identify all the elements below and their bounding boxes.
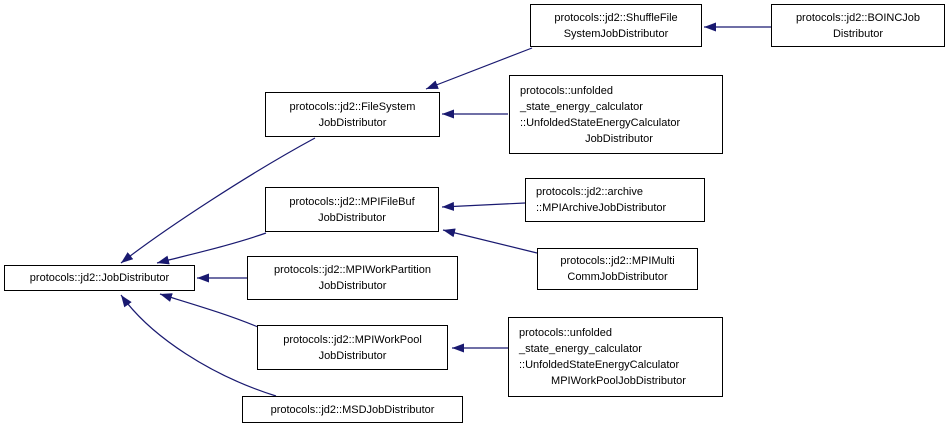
node-jobdistributor-label: protocols::jd2::JobDistributor bbox=[29, 272, 170, 284]
node-unfolded-jd-label-line4: JobDistributor bbox=[585, 132, 653, 145]
edge-shufflefilesystem-to-filesystem bbox=[425, 47, 533, 90]
edge-msd-to-jobdistributor bbox=[120, 294, 277, 397]
node-mpiworkpartition-label-line2: JobDistributor bbox=[318, 280, 387, 292]
node-mpiarchive-label-line2: ::MPIArchiveJobDistributor bbox=[536, 202, 667, 214]
node-unfolded-wp-label-line2: _state_energy_calculator bbox=[519, 343, 642, 355]
node-unfolded-jd-label-line2: _state_energy_calculator bbox=[520, 100, 643, 113]
node-shufflefilesystem-label-line2: SystemJobDistributor bbox=[563, 27, 669, 40]
edge-mpiworkpool-to-jobdistributor bbox=[159, 293, 259, 328]
node-unfolded-state-energy-calculator-jobdistributor[interactable]: protocols::unfolded _state_energy_calcul… bbox=[509, 75, 723, 154]
node-msd-label: protocols::jd2::MSDJobDistributor bbox=[270, 403, 435, 416]
node-filesystem-jobdistributor[interactable]: protocols::jd2::FileSystem JobDistributo… bbox=[265, 92, 440, 137]
node-mpimulticomm-label-line2: CommJobDistributor bbox=[567, 271, 668, 283]
node-shufflefilesystem-label-line1: protocols::jd2::ShuffleFile bbox=[554, 11, 678, 24]
node-mpifilebuf-label-line1: protocols::jd2::MPIFileBuf bbox=[289, 195, 415, 208]
node-mpiworkpartition-label-line1: protocols::jd2::MPIWorkPartition bbox=[274, 264, 431, 276]
edge-mpiarchive-to-mpifilebuf bbox=[441, 201, 526, 211]
node-mpiarchive-jobdistributor[interactable]: protocols::jd2::archive ::MPIArchiveJobD… bbox=[525, 178, 705, 222]
node-mpifilebuf-label-line2: JobDistributor bbox=[318, 211, 386, 224]
node-mpiworkpool-label-line2: JobDistributor bbox=[318, 349, 387, 362]
node-filesystem-label-line1: protocols::jd2::FileSystem bbox=[289, 100, 416, 113]
node-filesystem-label-line2: JobDistributor bbox=[318, 116, 387, 129]
node-mpimulticomm-jobdistributor[interactable]: protocols::jd2::MPIMulti CommJobDistribu… bbox=[537, 248, 698, 290]
node-boinc-jobdistributor[interactable]: protocols::jd2::BOINCJob Distributor bbox=[771, 4, 945, 47]
node-unfolded-wp-label-line4: MPIWorkPoolJobDistributor bbox=[551, 375, 686, 387]
node-mpimulticomm-label-line1: protocols::jd2::MPIMulti bbox=[560, 255, 675, 267]
node-jobdistributor[interactable]: protocols::jd2::JobDistributor bbox=[4, 265, 195, 291]
node-boinc-label-line2: Distributor bbox=[832, 27, 884, 40]
node-unfolded-jd-label-line3: ::UnfoldedStateEnergyCalculator bbox=[520, 116, 681, 129]
node-unfolded-wp-label-line3: ::UnfoldedStateEnergyCalculator bbox=[519, 359, 680, 371]
edge-mpifilebuf-to-jobdistributor bbox=[156, 232, 267, 265]
node-mpiworkpartition-jobdistributor[interactable]: protocols::jd2::MPIWorkPartition JobDist… bbox=[247, 256, 458, 300]
edge-mpimulticomm-to-mpifilebuf bbox=[442, 228, 538, 254]
node-boinc-label-line1: protocols::jd2::BOINCJob bbox=[795, 11, 921, 24]
node-unfolded-state-energy-calculator-mpiworkpool-jobdistributor[interactable]: protocols::unfolded _state_energy_calcul… bbox=[508, 317, 723, 397]
node-mpiworkpool-label-line1: protocols::jd2::MPIWorkPool bbox=[283, 333, 422, 346]
node-shufflefilesystem-jobdistributor[interactable]: protocols::jd2::ShuffleFile SystemJobDis… bbox=[530, 4, 702, 47]
node-msd-jobdistributor[interactable]: protocols::jd2::MSDJobDistributor bbox=[242, 396, 463, 423]
node-mpifilebuf-jobdistributor[interactable]: protocols::jd2::MPIFileBuf JobDistributo… bbox=[265, 187, 439, 232]
edge-filesystem-to-jobdistributor bbox=[120, 137, 316, 264]
node-mpiworkpool-jobdistributor[interactable]: protocols::jd2::MPIWorkPool JobDistribut… bbox=[257, 325, 448, 370]
node-unfolded-wp-label-line1: protocols::unfolded bbox=[519, 327, 612, 339]
node-mpiarchive-label-line1: protocols::jd2::archive bbox=[536, 186, 643, 198]
node-unfolded-jd-label-line1: protocols::unfolded bbox=[520, 84, 613, 97]
